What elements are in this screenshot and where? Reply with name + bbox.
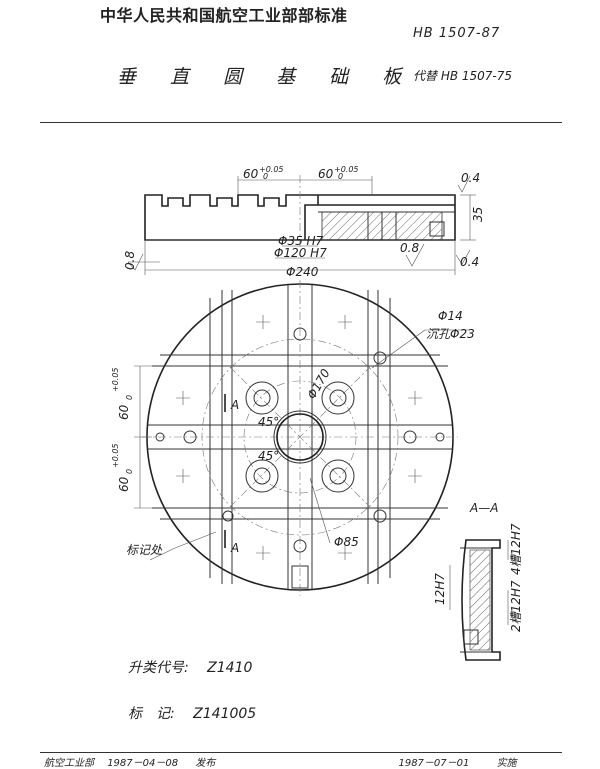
- roughness-2: 0.8: [400, 241, 419, 255]
- replaces-standard: 代替 HB 1507-75: [413, 69, 513, 83]
- footer-issue-word: 发布: [195, 758, 216, 769]
- section-view: [449, 539, 509, 661]
- slot-label-3: 12H7: [433, 573, 447, 605]
- footer-issuer: 航空工业部: [44, 758, 94, 769]
- pcd-small-label: Φ85: [334, 535, 359, 549]
- mark-value: Z141005: [193, 706, 257, 722]
- plan-view: [134, 280, 470, 596]
- mark-label: 标 记:: [128, 706, 175, 722]
- dim-top-left-tol-zero: 0: [263, 172, 268, 181]
- roughness-4: 0.8: [123, 251, 137, 270]
- roughness-3: 0.4: [460, 255, 479, 269]
- dim-top-right: 60: [318, 167, 334, 181]
- section-mark-top: A: [230, 398, 239, 412]
- footer-rule: [40, 752, 562, 753]
- issuing-organization: 中华人民共和国航空工业部部标准: [100, 6, 348, 25]
- dim-top-right-tol-plus: +0.05: [334, 165, 359, 174]
- footer-effective-word: 实施: [496, 758, 517, 769]
- footer: 航空工业部 1987－04－08 发布 1987－07－01 实施: [44, 754, 517, 769]
- angle-1-label: 45°: [258, 415, 279, 429]
- header-rule: [40, 122, 562, 123]
- dim-side-2-tol-zero: 0: [125, 469, 134, 474]
- section-title: A—A: [469, 501, 498, 515]
- side-view-outline: [144, 194, 456, 241]
- mark-row: 标 记: Z141005: [128, 703, 256, 723]
- center-bore: [276, 413, 324, 461]
- hole-small-label: Φ14: [438, 309, 463, 323]
- dim-top-left-tol-plus: +0.05: [259, 165, 284, 174]
- counterbored-holes: [245, 381, 355, 493]
- vertical-code-row: 升类代号: Z1410: [128, 657, 252, 677]
- dim-side-1: 60: [117, 404, 131, 420]
- dim-flange: Φ120 H7: [274, 246, 327, 260]
- dim-top-left: 60: [243, 167, 259, 181]
- dim-bore: Φ35 H7: [278, 234, 324, 248]
- standard-title: 垂 直 圆 基 础 板: [117, 66, 416, 88]
- dim-top-right-tol-zero: 0: [338, 172, 343, 181]
- section-mark-bottom: A: [230, 541, 239, 555]
- dim-side-2: 60: [117, 476, 131, 492]
- positioning-holes: [155, 327, 445, 553]
- slot-label-1: 4槽12H7: [509, 523, 523, 575]
- dim-outer: Φ240: [286, 265, 319, 279]
- standard-code: HB 1507-87: [413, 26, 501, 41]
- cross-marks: [176, 315, 422, 560]
- boss-outline: [304, 195, 455, 240]
- dim-side-1-tol-plus: +0.05: [111, 367, 120, 392]
- dim-side-2-tol-plus: +0.05: [111, 443, 120, 468]
- slot-label-2: 2槽12H7: [509, 580, 523, 632]
- dim-height: 35: [471, 207, 485, 222]
- vertical-code-label: 升类代号:: [128, 660, 189, 676]
- vertical-code-value: Z1410: [207, 660, 253, 676]
- roughness-1: 0.4: [461, 171, 480, 185]
- footer-issue-date: 1987－04－08: [107, 758, 179, 769]
- leader-label: 标记处: [126, 543, 163, 557]
- dim-side-1-tol-zero: 0: [125, 395, 134, 400]
- footer-effective-date: 1987－07－01: [398, 758, 470, 769]
- angle-2-label: 45°: [258, 449, 279, 463]
- side-view: [127, 175, 476, 275]
- hole-counterbore-label: 沉孔Φ23: [426, 327, 475, 341]
- pcd-large-label: Φ170: [304, 366, 332, 401]
